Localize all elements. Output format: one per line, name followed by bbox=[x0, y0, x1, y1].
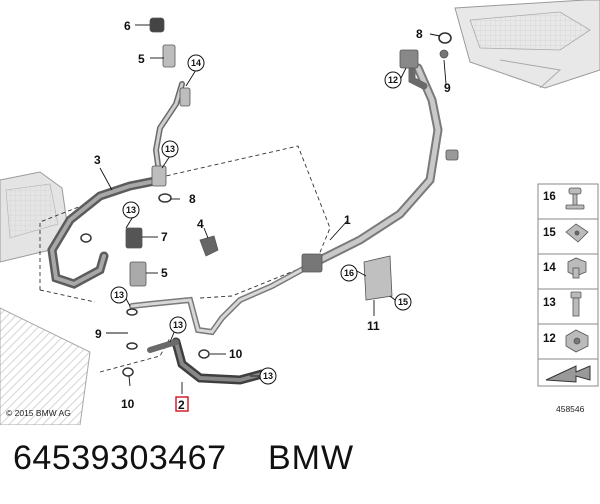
compressor bbox=[0, 171, 69, 263]
svg-text:16: 16 bbox=[543, 191, 556, 203]
pipe-line-2 bbox=[147, 337, 267, 385]
svg-text:14: 14 bbox=[191, 58, 201, 68]
callout-10-right: 10 bbox=[229, 347, 243, 361]
legend-table: 16 15 14 13 12 bbox=[537, 183, 599, 387]
svg-text:16: 16 bbox=[344, 268, 354, 278]
condenser bbox=[0, 307, 91, 425]
svg-text:13: 13 bbox=[543, 297, 556, 309]
callout-5-mid: 5 bbox=[161, 266, 168, 280]
circled-callout-labels: 14 13 13 13 13 13 16 15 12 bbox=[114, 58, 408, 381]
svg-text:13: 13 bbox=[173, 320, 183, 330]
hex-nut-icon-12 bbox=[565, 329, 589, 353]
callout-9-right: 9 bbox=[444, 81, 451, 95]
evaporator-housing bbox=[454, 0, 600, 89]
svg-text:13: 13 bbox=[165, 144, 175, 154]
parts-diagram: 6 5 3 8 4 7 5 9 10 10 1 11 8 9 2 14 13 1… bbox=[0, 0, 600, 425]
arrow-icon bbox=[545, 365, 591, 383]
svg-text:13: 13 bbox=[126, 205, 136, 215]
svg-text:15: 15 bbox=[398, 297, 408, 307]
part-number: 64539303467 bbox=[13, 439, 227, 477]
brand-name: BMW bbox=[268, 439, 355, 477]
callout-8-left: 8 bbox=[189, 192, 196, 206]
clip-nut-icon-15 bbox=[565, 223, 589, 243]
bolt-icon-16 bbox=[565, 187, 585, 210]
dashed-group-outline bbox=[39, 145, 331, 373]
nut-icon-14 bbox=[567, 257, 587, 279]
callout-labels: 6 5 3 8 4 7 5 9 10 10 1 11 8 9 bbox=[94, 19, 451, 411]
callout-4: 4 bbox=[197, 217, 204, 231]
pipe-line-1 bbox=[129, 56, 443, 336]
screw-icon-13 bbox=[570, 291, 582, 317]
copyright-text: © 2015 BMW AG bbox=[6, 408, 71, 418]
svg-text:14: 14 bbox=[543, 262, 556, 274]
caption-bar: 64539303467 BMW bbox=[0, 428, 600, 504]
svg-text:13: 13 bbox=[263, 371, 273, 381]
svg-text:2: 2 bbox=[178, 398, 185, 412]
circled-callouts bbox=[110, 54, 412, 385]
callout-1: 1 bbox=[344, 213, 351, 227]
callout-6: 6 bbox=[124, 19, 131, 33]
callout-10-left: 10 bbox=[121, 397, 135, 411]
callout-9-left: 9 bbox=[95, 327, 102, 341]
callout-2-highlight[interactable]: 2 bbox=[175, 396, 189, 412]
svg-text:12: 12 bbox=[543, 333, 556, 345]
svg-text:12: 12 bbox=[388, 75, 398, 85]
callout-7: 7 bbox=[161, 230, 168, 244]
callout-3: 3 bbox=[94, 153, 101, 167]
pipe-line-3 bbox=[47, 81, 185, 289]
svg-text:15: 15 bbox=[543, 227, 556, 239]
svg-text:13: 13 bbox=[114, 290, 124, 300]
callout-11: 11 bbox=[367, 319, 380, 333]
small-parts bbox=[80, 17, 459, 377]
callout-8-right: 8 bbox=[416, 27, 423, 41]
image-number-text: 458546 bbox=[556, 404, 585, 414]
callout-5-top: 5 bbox=[138, 52, 145, 66]
